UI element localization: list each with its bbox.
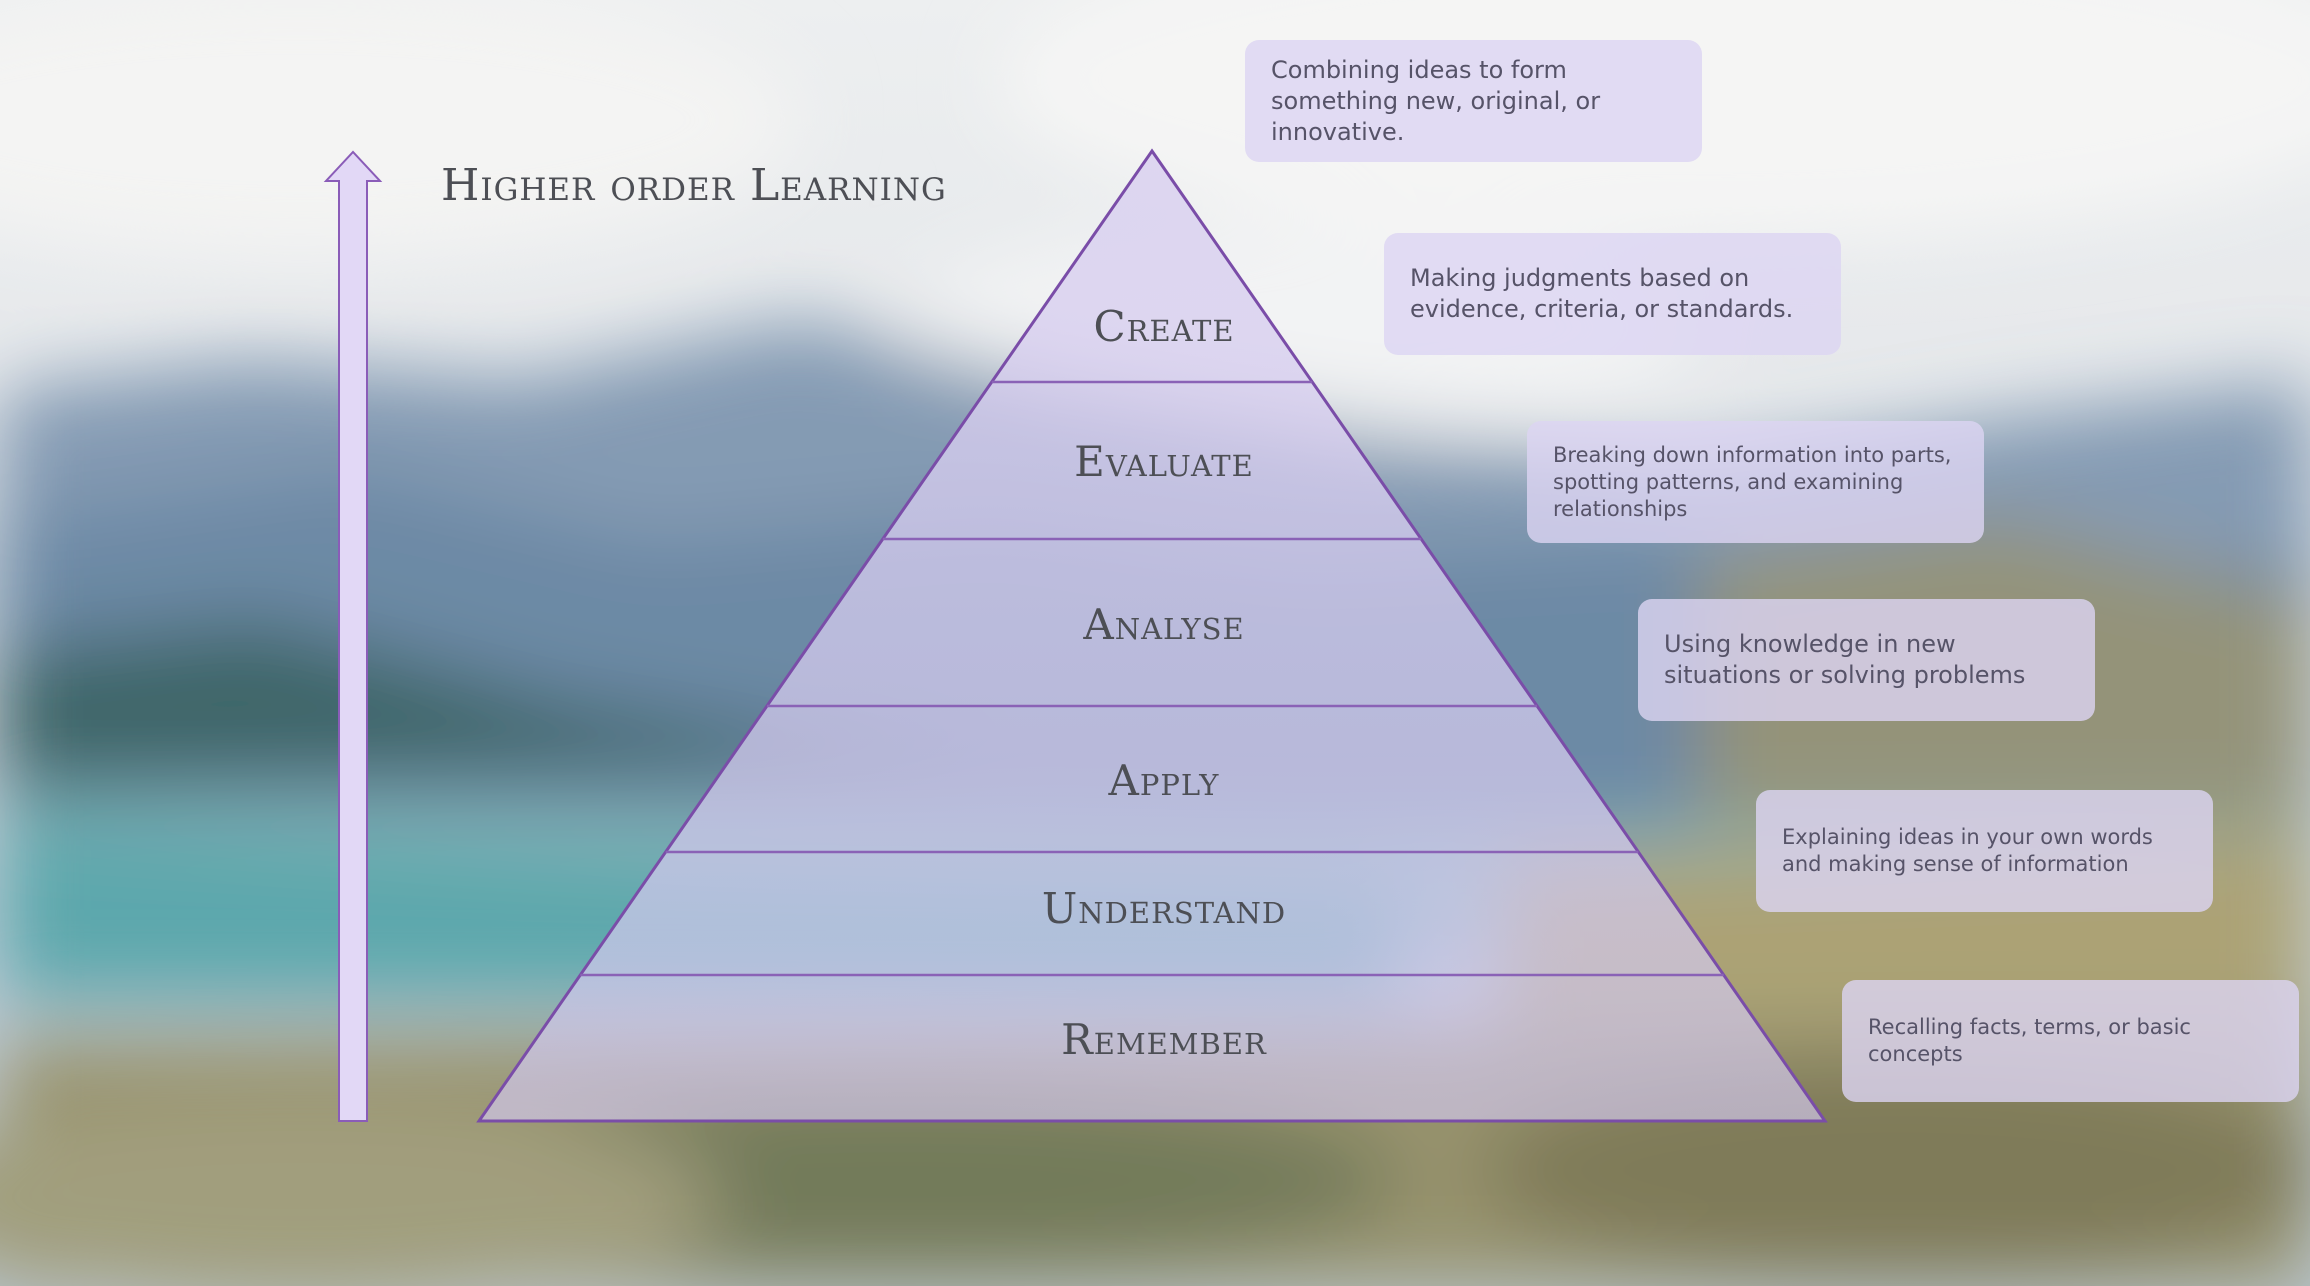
description-text: Recalling facts, terms, or basic concept…	[1868, 1015, 2191, 1066]
pyramid-shape	[476, 148, 1828, 1123]
level-label-create: Create	[1093, 302, 1235, 351]
level-label-understand: Understand	[1041, 884, 1287, 933]
description-card-create: Combining ideas to form something new, o…	[1245, 40, 1702, 162]
level-label-analyse: Analyse	[1083, 600, 1245, 649]
description-card-apply: Using knowledge in new situations or sol…	[1638, 599, 2095, 721]
description-card-evaluate: Making judgments based on evidence, crit…	[1384, 233, 1841, 355]
level-label-apply: Apply	[1108, 756, 1220, 805]
description-text: Combining ideas to form something new, o…	[1271, 55, 1601, 146]
diagram-heading: Higher order Learning	[441, 160, 947, 211]
description-card-remember: Recalling facts, terms, or basic concept…	[1842, 980, 2299, 1102]
level-label-evaluate: Evaluate	[1074, 437, 1254, 486]
description-card-analyse: Breaking down information into parts, sp…	[1527, 421, 1984, 543]
arrow-up-icon	[323, 150, 383, 1122]
description-text: Breaking down information into parts, sp…	[1553, 442, 1952, 521]
description-text: Using knowledge in new situations or sol…	[1664, 630, 2026, 689]
level-label-remember: Remember	[1061, 1015, 1267, 1064]
description-text: Explaining ideas in your own words and m…	[1782, 825, 2153, 876]
description-text: Making judgments based on evidence, crit…	[1410, 264, 1794, 323]
description-card-understand: Explaining ideas in your own words and m…	[1756, 790, 2213, 912]
